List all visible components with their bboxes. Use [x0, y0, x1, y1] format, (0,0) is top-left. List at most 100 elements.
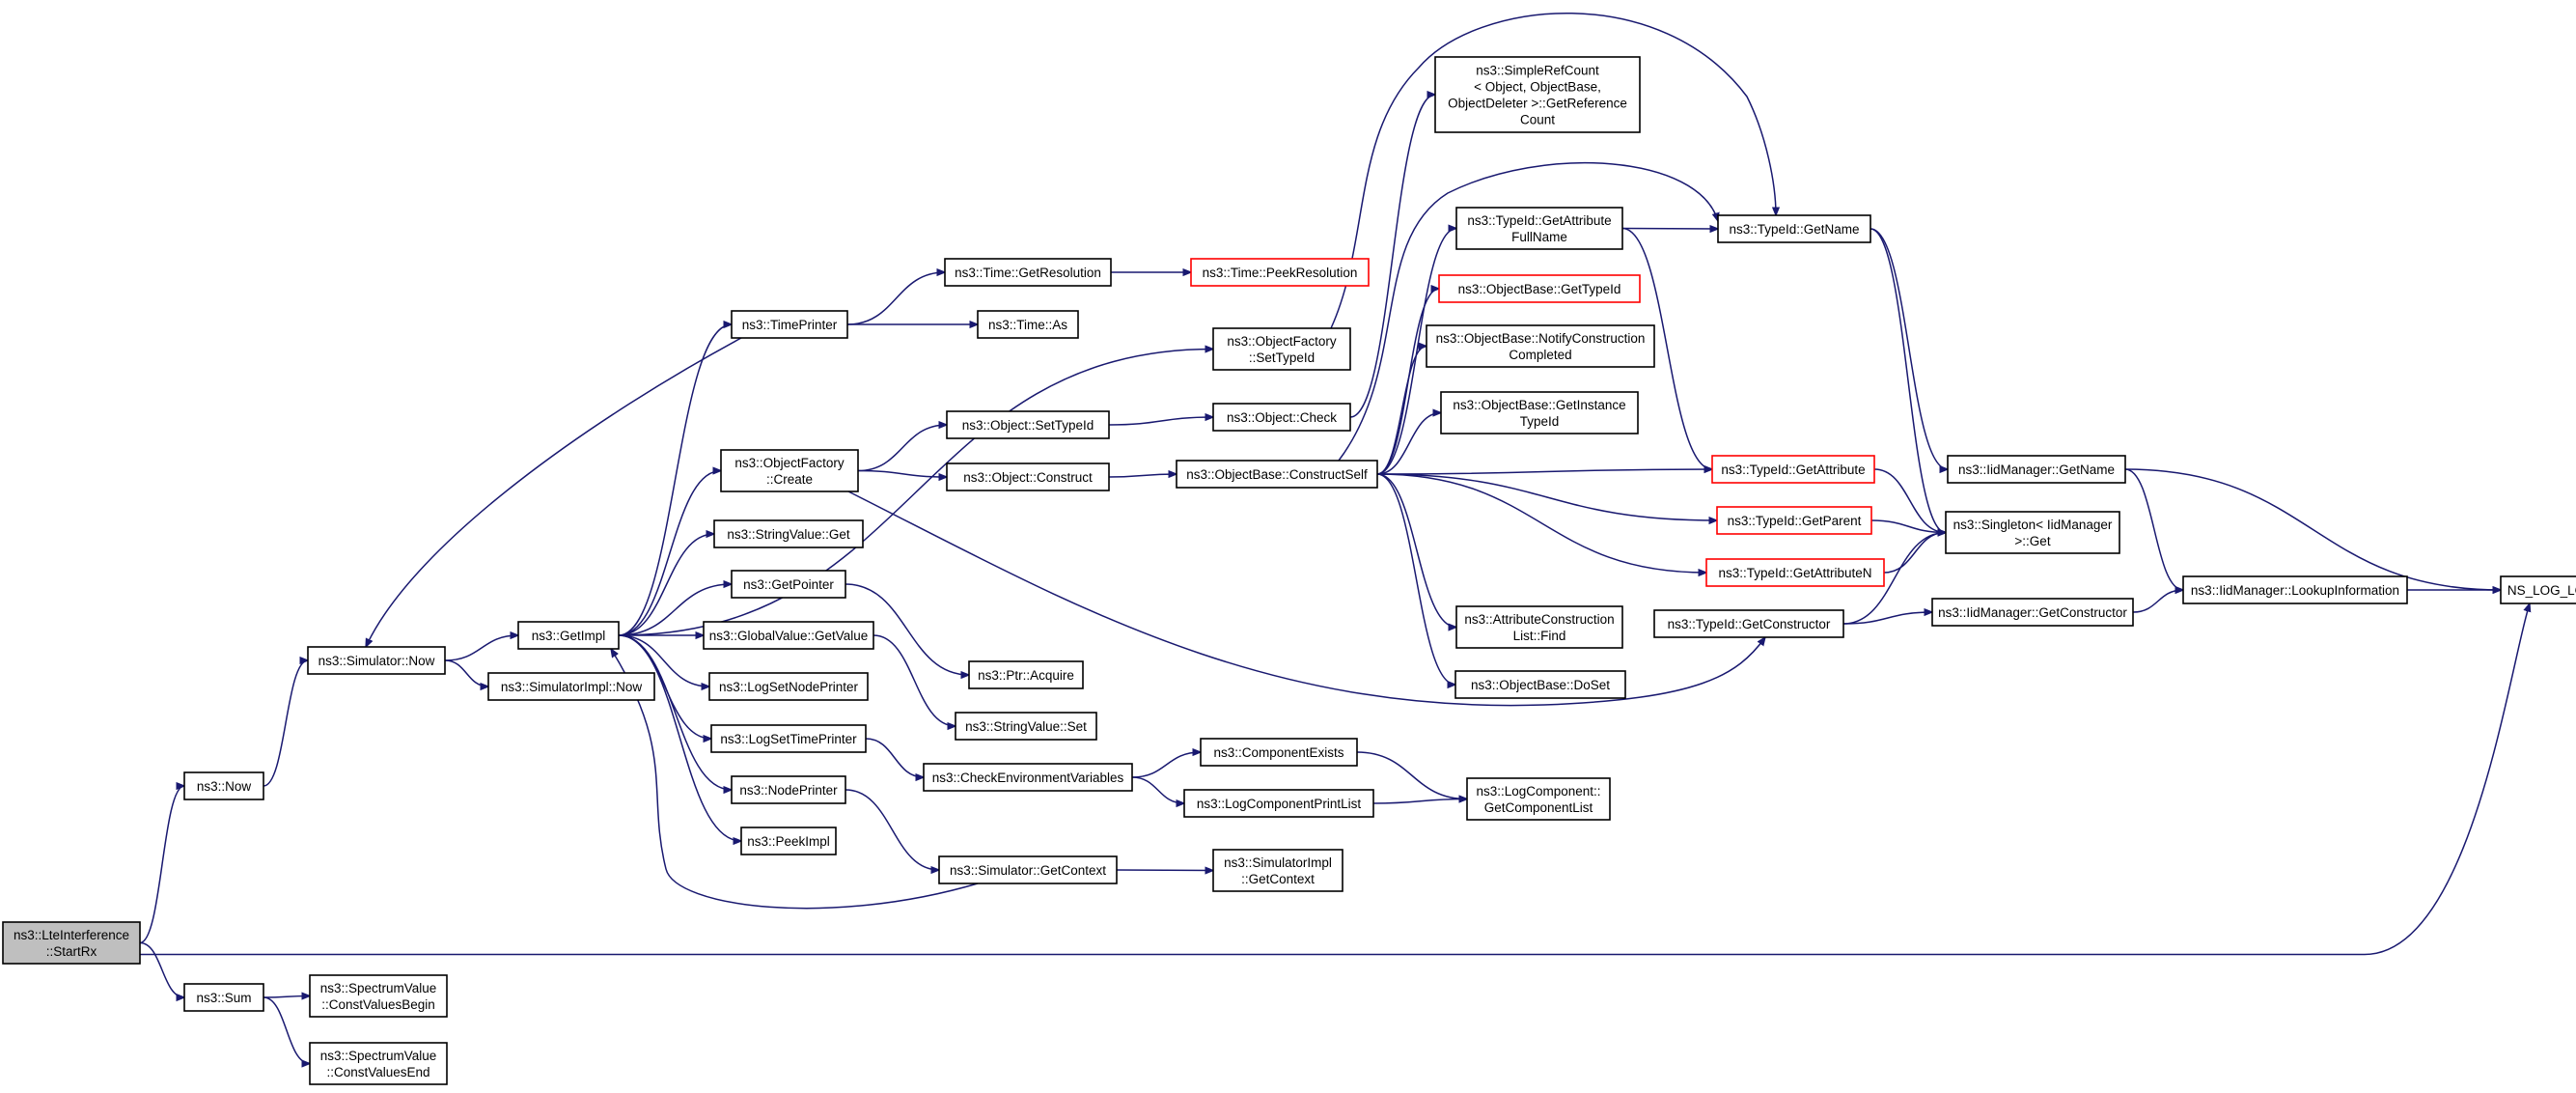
- edge-objectbase-constructself-to-typeid-getattributen: [1376, 473, 1706, 573]
- node-typeid-getparent[interactable]: ns3::TypeId::GetParent: [1716, 506, 1872, 535]
- node-simulatorimpl-now[interactable]: ns3::SimulatorImpl::Now: [487, 672, 655, 701]
- node-box: [1212, 849, 1343, 892]
- node-spectrum-end[interactable]: ns3::SpectrumValue::ConstValuesEnd: [309, 1042, 448, 1085]
- node-spectrum-begin[interactable]: ns3::SpectrumValue::ConstValuesBegin: [309, 974, 448, 1018]
- node-typeid-getconstructor[interactable]: ns3::TypeId::GetConstructor: [1653, 609, 1844, 638]
- node-label: ns3::SimulatorImpl: [1224, 855, 1332, 870]
- node-label: FullName: [1511, 230, 1567, 244]
- node-simplerefcount[interactable]: ns3::SimpleRefCount< Object, ObjectBase,…: [1434, 56, 1641, 133]
- node-objectbase-gettypeid[interactable]: ns3::ObjectBase::GetTypeId: [1438, 274, 1641, 303]
- node-objectfactory-settypeid[interactable]: ns3::ObjectFactory::SetTypeId: [1212, 327, 1351, 371]
- node-box: [720, 449, 859, 492]
- node-lteinterference-startrx[interactable]: ns3::LteInterference::StartRx: [2, 921, 141, 965]
- node-timeprinter[interactable]: ns3::TimePrinter: [731, 310, 848, 339]
- node-nodeprinter[interactable]: ns3::NodePrinter: [731, 775, 846, 804]
- node-checkenvvars[interactable]: ns3::CheckEnvironmentVariables: [923, 763, 1133, 792]
- edge-objectbase-constructself-to-attributeconstructionlist-find: [1376, 473, 1456, 628]
- node-label: ns3::LogSetTimePrinter: [720, 732, 857, 746]
- node-logsetnodeprinter[interactable]: ns3::LogSetNodePrinter: [708, 672, 869, 701]
- node-stringvalue-set[interactable]: ns3::StringValue::Set: [955, 712, 1097, 741]
- node-label: ns3::LteInterference: [14, 928, 129, 942]
- node-label: ns3::TypeId::GetAttribute: [1467, 213, 1611, 228]
- edge-simulator-now-to-getimpl: [444, 635, 518, 661]
- node-label: ns3::SimpleRefCount: [1476, 64, 1599, 78]
- node-label: ns3::ObjectFactory: [734, 456, 845, 470]
- node-simulatorimpl-getcontext[interactable]: ns3::SimulatorImpl::GetContext: [1212, 849, 1343, 892]
- node-sum[interactable]: ns3::Sum: [183, 983, 264, 1012]
- node-box: [708, 672, 869, 701]
- node-box: [955, 712, 1097, 741]
- node-objectbase-doset[interactable]: ns3::ObjectBase::DoSet: [1454, 670, 1626, 699]
- node-typeid-getattributen[interactable]: ns3::TypeId::GetAttributeN: [1705, 558, 1885, 587]
- node-singleton-get[interactable]: ns3::Singleton< IidManager>::Get: [1945, 511, 2120, 554]
- edge-sum-to-spectrum-begin: [263, 996, 310, 998]
- node-getpointer[interactable]: ns3::GetPointer: [731, 570, 846, 599]
- edge-objectbase-constructself-to-typeid-getname: [1338, 161, 1718, 462]
- node-time-as[interactable]: ns3::Time::As: [977, 310, 1079, 339]
- edge-objectbase-constructself-to-objectbase-notifyconstruction: [1376, 347, 1426, 475]
- node-box: [183, 771, 264, 800]
- edge-typeid-getname-to-singleton-get: [1870, 228, 1946, 533]
- node-label: ns3::Ptr::Acquire: [978, 668, 1074, 683]
- node-box: [977, 310, 1079, 339]
- node-typeid-getname[interactable]: ns3::TypeId::GetName: [1717, 214, 1871, 243]
- node-ptr-acquire[interactable]: ns3::Ptr::Acquire: [968, 660, 1084, 689]
- node-box: [307, 646, 446, 675]
- node-logsettimeprinter[interactable]: ns3::LogSetTimePrinter: [710, 724, 867, 753]
- node-box: [1183, 789, 1374, 818]
- node-label: ObjectDeleter >::GetReference: [1448, 97, 1627, 111]
- node-label: ns3::PeekImpl: [747, 834, 830, 849]
- node-peekimpl[interactable]: ns3::PeekImpl: [740, 827, 837, 855]
- node-label: ns3::NodePrinter: [739, 783, 838, 798]
- node-ns-log-logic[interactable]: NS_LOG_LOGIC: [2500, 575, 2576, 604]
- node-globalvalue-getvalue[interactable]: ns3::GlobalValue::GetValue: [703, 621, 874, 650]
- node-objectfactory-create[interactable]: ns3::ObjectFactory::Create: [720, 449, 859, 492]
- node-box: [517, 621, 620, 650]
- node-simulator-now[interactable]: ns3::Simulator::Now: [307, 646, 446, 675]
- node-label: ns3::ComponentExists: [1213, 745, 1343, 760]
- node-object-check[interactable]: ns3::Object::Check: [1212, 403, 1351, 432]
- node-time-getresolution[interactable]: ns3::Time::GetResolution: [944, 258, 1112, 287]
- node-componentexists[interactable]: ns3::ComponentExists: [1200, 738, 1358, 767]
- node-objectbase-notifyconstruction[interactable]: ns3::ObjectBase::NotifyConstructionCompl…: [1426, 324, 1655, 368]
- node-box: [2182, 575, 2408, 604]
- node-iidmanager-lookupinformation[interactable]: ns3::IidManager::LookupInformation: [2182, 575, 2408, 604]
- node-iidmanager-getname[interactable]: ns3::IidManager::GetName: [1947, 455, 2126, 484]
- node-iidmanager-getconstructor[interactable]: ns3::IidManager::GetConstructor: [1931, 598, 2134, 627]
- edge-objectbase-constructself-to-typeid-getparent: [1376, 473, 1717, 520]
- node-label: ns3::TypeId::GetConstructor: [1668, 617, 1831, 631]
- edge-typeid-getparent-to-singleton-get: [1870, 519, 1946, 533]
- node-typeid-getattribute[interactable]: ns3::TypeId::GetAttribute: [1711, 455, 1875, 484]
- node-label: ns3::Simulator::Now: [319, 654, 435, 668]
- node-label: ns3::ObjectBase::DoSet: [1471, 678, 1610, 692]
- node-getimpl[interactable]: ns3::GetImpl: [517, 621, 620, 650]
- node-label: ::ConstValuesBegin: [321, 997, 435, 1012]
- node-time-peekresolution[interactable]: ns3::Time::PeekResolution: [1190, 258, 1370, 287]
- node-box: [713, 519, 864, 548]
- node-box: [740, 827, 837, 855]
- node-object-settypeid[interactable]: ns3::Object::SetTypeId: [946, 410, 1110, 439]
- node-objectbase-constructself[interactable]: ns3::ObjectBase::ConstructSelf: [1176, 460, 1378, 489]
- node-label: ns3::Now: [197, 779, 252, 794]
- node-stringvalue-get[interactable]: ns3::StringValue::Get: [713, 519, 864, 548]
- node-box: [938, 855, 1118, 884]
- edge-iidmanager-getname-to-iidmanager-lookupinformation: [2124, 468, 2183, 590]
- edge-getimpl-to-logsetnodeprinter: [618, 634, 709, 687]
- edge-globalvalue-getvalue-to-stringvalue-set: [873, 634, 956, 726]
- node-label: ns3::CheckEnvironmentVariables: [932, 771, 1124, 785]
- node-logcomponentprintlist[interactable]: ns3::LogComponentPrintList: [1183, 789, 1374, 818]
- node-object-construct[interactable]: ns3::Object::Construct: [946, 462, 1110, 491]
- node-box: [731, 310, 848, 339]
- edge-getimpl-to-timeprinter: [618, 324, 732, 636]
- node-simulator-getcontext[interactable]: ns3::Simulator::GetContext: [938, 855, 1118, 884]
- node-label: ns3::LogSetNodePrinter: [719, 680, 859, 694]
- edge-simulator-getcontext-to-getimpl: [611, 649, 979, 910]
- edge-getimpl-to-nodeprinter: [618, 634, 732, 790]
- node-logcomponent-getcomponentlist[interactable]: ns3::LogComponent::GetComponentList: [1466, 777, 1611, 821]
- node-label: ns3::AttributeConstruction: [1464, 612, 1614, 627]
- node-now[interactable]: ns3::Now: [183, 771, 264, 800]
- edge-nodeprinter-to-simulator-getcontext: [845, 789, 939, 870]
